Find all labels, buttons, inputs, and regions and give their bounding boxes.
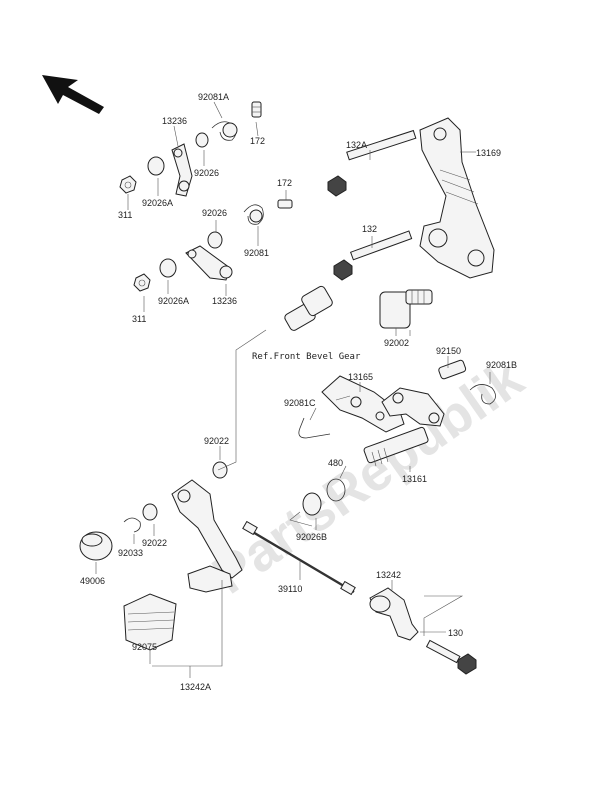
label-49006: 49006 <box>80 576 105 586</box>
nut-311b <box>133 273 151 292</box>
label-13242: 13242 <box>376 570 401 580</box>
shaft-bevel-gear <box>284 285 333 331</box>
leader-lines <box>95 101 491 678</box>
washer-92022a <box>212 461 228 479</box>
bolt-132 <box>333 230 413 281</box>
bolt-130 <box>425 639 477 675</box>
arm-13242 <box>369 587 419 641</box>
label-92022a: 92022 <box>204 436 229 446</box>
label-13242A: 13242A <box>180 682 211 692</box>
bracket-13169 <box>419 117 495 279</box>
label-92026Aa: 92026A <box>142 198 173 208</box>
cap-49006 <box>79 531 113 561</box>
label-92026B: 92026B <box>296 532 327 542</box>
washer-92026B <box>302 492 322 516</box>
rod-end-upper <box>171 143 193 197</box>
washer-92022b <box>142 503 158 521</box>
washer-92026b <box>207 231 223 249</box>
washer-92026Ab <box>159 258 177 278</box>
shift-plate-13165 <box>321 375 405 433</box>
label-92002: 92002 <box>384 338 409 348</box>
pin-172a <box>251 101 262 118</box>
spring-92081B <box>469 384 496 405</box>
label-92026Ab: 92026A <box>158 296 189 306</box>
label-92081B: 92081B <box>486 360 517 370</box>
label-92150: 92150 <box>436 346 461 356</box>
bolt-132A <box>327 129 417 197</box>
watermark: PartsRepublik <box>202 348 535 606</box>
label-39110: 39110 <box>278 584 302 594</box>
label-311b: 311 <box>132 314 146 324</box>
label-480: 480 <box>328 458 343 468</box>
label-92081A: 92081A <box>198 92 229 102</box>
label-13169: 13169 <box>476 148 501 158</box>
label-92022b: 92022 <box>142 538 167 548</box>
shift-pedal-13242A <box>171 479 243 593</box>
circlip-480 <box>326 478 346 502</box>
label-92075: 92075 <box>132 642 157 652</box>
washer-92026Aa <box>147 156 165 176</box>
label-130: 130 <box>448 628 463 638</box>
direction-arrow-icon <box>42 75 104 114</box>
part-labels: 92081A 13236 172 92026 311 92026A 132A 1… <box>80 92 517 692</box>
label-92026b: 92026 <box>202 208 227 218</box>
shift-shaft-13161 <box>363 387 445 467</box>
bolt-92002 <box>379 289 433 329</box>
spring-92081C <box>298 417 331 439</box>
pin-92150 <box>438 359 467 380</box>
label-172b: 172 <box>277 178 292 188</box>
rod-end-lower <box>185 245 233 281</box>
spring-92081 <box>243 204 264 225</box>
label-92081C: 92081C <box>284 398 316 408</box>
reference-note: Ref.Front Bevel Gear <box>252 352 361 362</box>
nut-311a <box>119 175 137 194</box>
label-13165: 13165 <box>348 372 373 382</box>
label-132: 132 <box>362 224 377 234</box>
label-172a: 172 <box>250 136 265 146</box>
spring-92081A <box>211 121 238 141</box>
label-92033: 92033 <box>118 548 143 558</box>
label-92081: 92081 <box>244 248 269 258</box>
pin-172b <box>277 199 293 209</box>
label-13236b: 13236 <box>212 296 237 306</box>
washer-92026a <box>195 132 209 148</box>
circlip-92033 <box>123 517 141 533</box>
label-13161: 13161 <box>402 474 427 484</box>
label-311a: 311 <box>118 210 132 220</box>
label-92026a: 92026 <box>194 168 219 178</box>
label-13236a: 13236 <box>162 116 187 126</box>
pedal-rubber-92075 <box>123 593 177 651</box>
label-132A: 132A <box>346 140 367 150</box>
